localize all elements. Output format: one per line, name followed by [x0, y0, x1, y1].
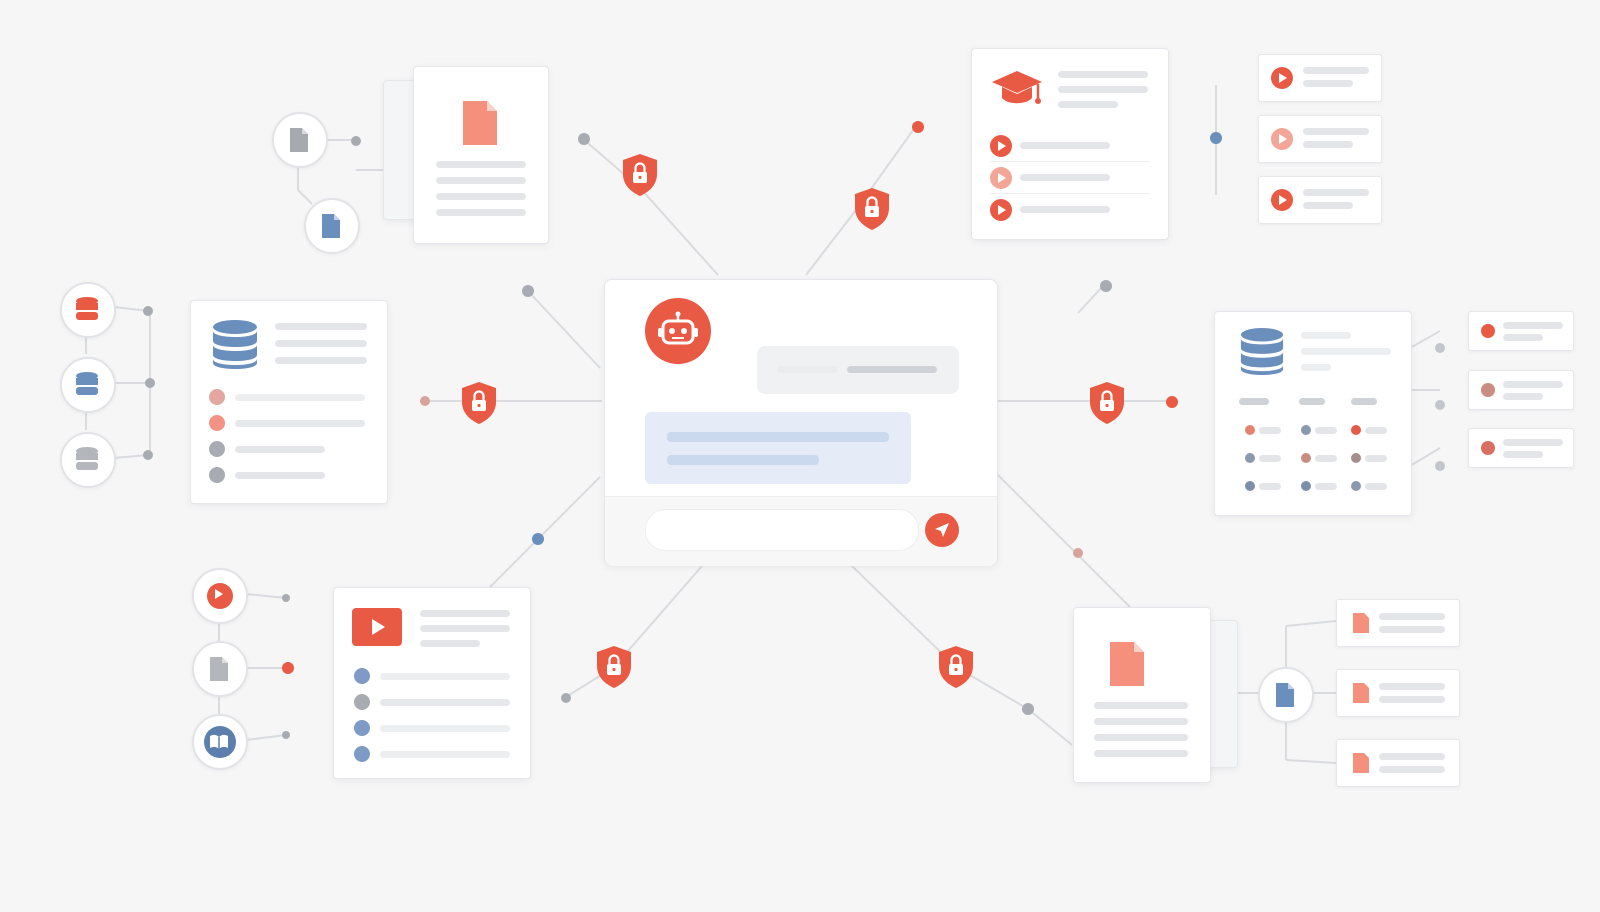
shield-lock-icon — [597, 646, 631, 688]
play-icon — [1271, 67, 1293, 89]
database-icon — [213, 320, 257, 369]
record-list-item — [1468, 428, 1574, 468]
source-node-file-blue — [304, 198, 360, 254]
file-icon — [210, 657, 228, 681]
source-node-database-red — [60, 282, 116, 338]
course-card — [971, 48, 1169, 240]
graduation-cap-icon — [992, 71, 1042, 104]
database-table-card — [1214, 311, 1412, 516]
robot-icon — [658, 311, 698, 345]
robot-avatar — [645, 298, 711, 364]
source-node-file — [192, 641, 248, 697]
database-icon — [76, 447, 98, 470]
send-icon — [935, 523, 949, 537]
source-node-file — [272, 112, 328, 168]
shield-lock-icon — [939, 646, 973, 688]
file-icon — [322, 214, 340, 238]
database-card — [190, 300, 388, 504]
play-icon — [990, 135, 1012, 157]
document-icon — [1110, 642, 1144, 686]
file-icon — [1353, 683, 1369, 703]
video-list-item — [1258, 54, 1382, 102]
shield-lock-icon — [623, 154, 657, 196]
source-node-book — [192, 714, 248, 770]
source-node-database-gray — [60, 432, 116, 488]
database-icon — [1240, 328, 1284, 375]
assistant-message-bubble — [757, 346, 959, 394]
chat-input[interactable] — [645, 509, 919, 551]
source-node-file-blue — [1258, 667, 1314, 723]
assistant-chat-card — [604, 279, 998, 566]
user-message-bubble — [645, 412, 911, 484]
record-list-item — [1468, 370, 1574, 410]
video-list-item — [1258, 115, 1382, 163]
source-node-database-blue — [60, 357, 116, 413]
play-icon — [207, 583, 233, 609]
send-button[interactable] — [925, 513, 959, 547]
book-icon — [210, 734, 228, 749]
play-icon — [1271, 189, 1293, 211]
document-card — [1073, 607, 1211, 783]
record-list-item — [1468, 311, 1574, 351]
file-icon — [1276, 683, 1294, 707]
file-list-item — [1336, 669, 1460, 717]
source-node-video — [192, 568, 248, 624]
play-icon — [990, 199, 1012, 221]
database-icon — [76, 372, 98, 395]
shield-lock-icon — [855, 188, 889, 230]
play-icon — [352, 608, 402, 646]
file-icon — [1353, 613, 1369, 633]
video-card — [333, 587, 531, 779]
video-list-item — [1258, 176, 1382, 224]
file-icon — [290, 128, 308, 152]
database-icon — [76, 297, 98, 320]
shield-lock-icon — [462, 382, 496, 424]
shield-lock-icon — [1090, 382, 1124, 424]
file-icon — [1353, 753, 1369, 773]
document-card — [413, 66, 549, 244]
play-icon — [990, 167, 1012, 189]
file-list-item — [1336, 739, 1460, 787]
file-list-item — [1336, 599, 1460, 647]
play-icon — [1271, 128, 1293, 150]
document-icon — [463, 101, 497, 145]
